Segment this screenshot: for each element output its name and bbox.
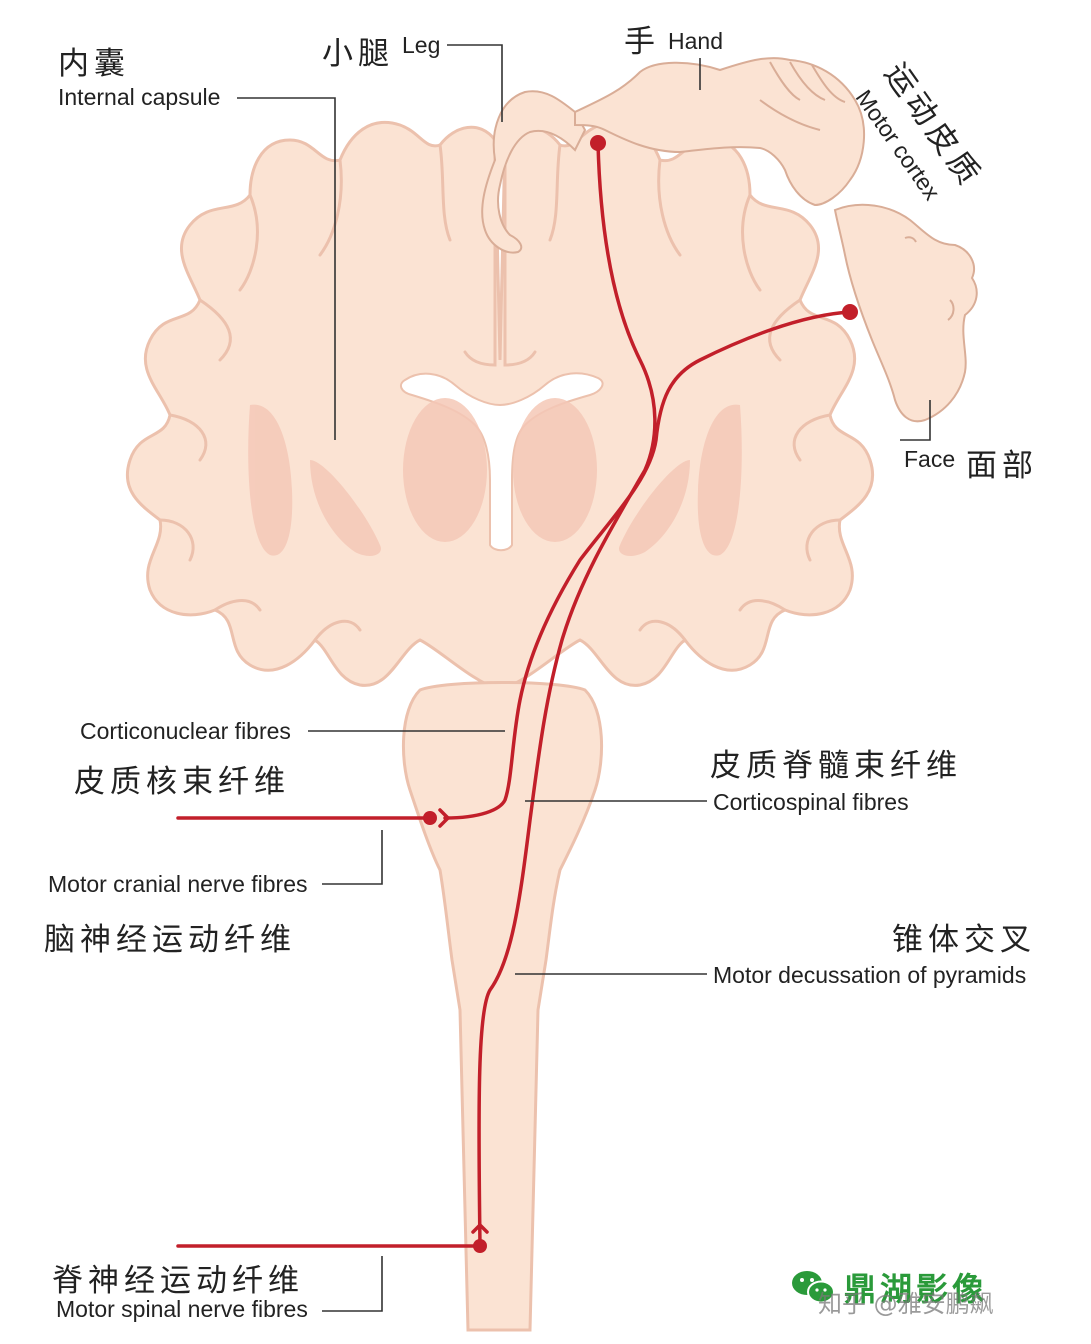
- label-corticonuclear-cn: 皮质核束纤维: [74, 764, 290, 800]
- homunculus: [481, 57, 978, 423]
- dot-face: [842, 304, 858, 320]
- label-face-en: Face: [904, 446, 956, 472]
- dot-cranial: [423, 811, 437, 825]
- label-decussation-cn: 锥体交叉: [892, 922, 1036, 958]
- motor-tracts: [176, 141, 852, 1248]
- label-corticospinal-cn: 皮质脊髓束纤维: [710, 748, 962, 784]
- label-motor-cranial-cn: 脑神经运动纤维: [44, 922, 296, 958]
- tract-face: [443, 310, 852, 820]
- deep-nuclei: [248, 398, 742, 556]
- label-spinal-en: Motor spinal nerve fibres: [56, 1296, 308, 1322]
- brainstem: [402, 681, 603, 1332]
- label-decussation-en: Motor decussation of pyramids: [713, 962, 1027, 988]
- label-leg-cn: 小腿: [322, 36, 394, 72]
- label-motor-cranial-en: Motor cranial nerve fibres: [48, 871, 308, 897]
- label-leg-en: Leg: [402, 32, 441, 58]
- dot-spinal: [473, 1239, 487, 1253]
- label-hand-cn: 手: [624, 24, 660, 60]
- wechat-icon: [792, 1271, 835, 1304]
- homunculus-leg: [481, 90, 587, 254]
- homunculus-face: [833, 203, 978, 423]
- tract-leg-hand: [477, 141, 657, 1247]
- label-face-cn: 面部: [966, 448, 1038, 484]
- watermark-account: 鼎湖影像: [844, 1270, 989, 1308]
- label-internal-capsule-en: Internal capsule: [58, 84, 221, 110]
- synapse-dots: [423, 135, 858, 1253]
- dot-hand: [590, 135, 606, 151]
- label-spinal-cn: 脊神经运动纤维: [52, 1263, 304, 1299]
- label-hand-en: Hand: [668, 28, 723, 54]
- label-internal-capsule-cn: 内囊: [58, 46, 130, 82]
- leader-lines: [237, 44, 931, 1312]
- watermark-zhihu: 知乎 @雅安鹏飙: [818, 1290, 994, 1318]
- label-corticospinal-en: Corticospinal fibres: [713, 789, 909, 815]
- label-corticonuclear-en: Corticonuclear fibres: [80, 718, 291, 744]
- watermark: 鼎湖影像: [790, 1264, 988, 1310]
